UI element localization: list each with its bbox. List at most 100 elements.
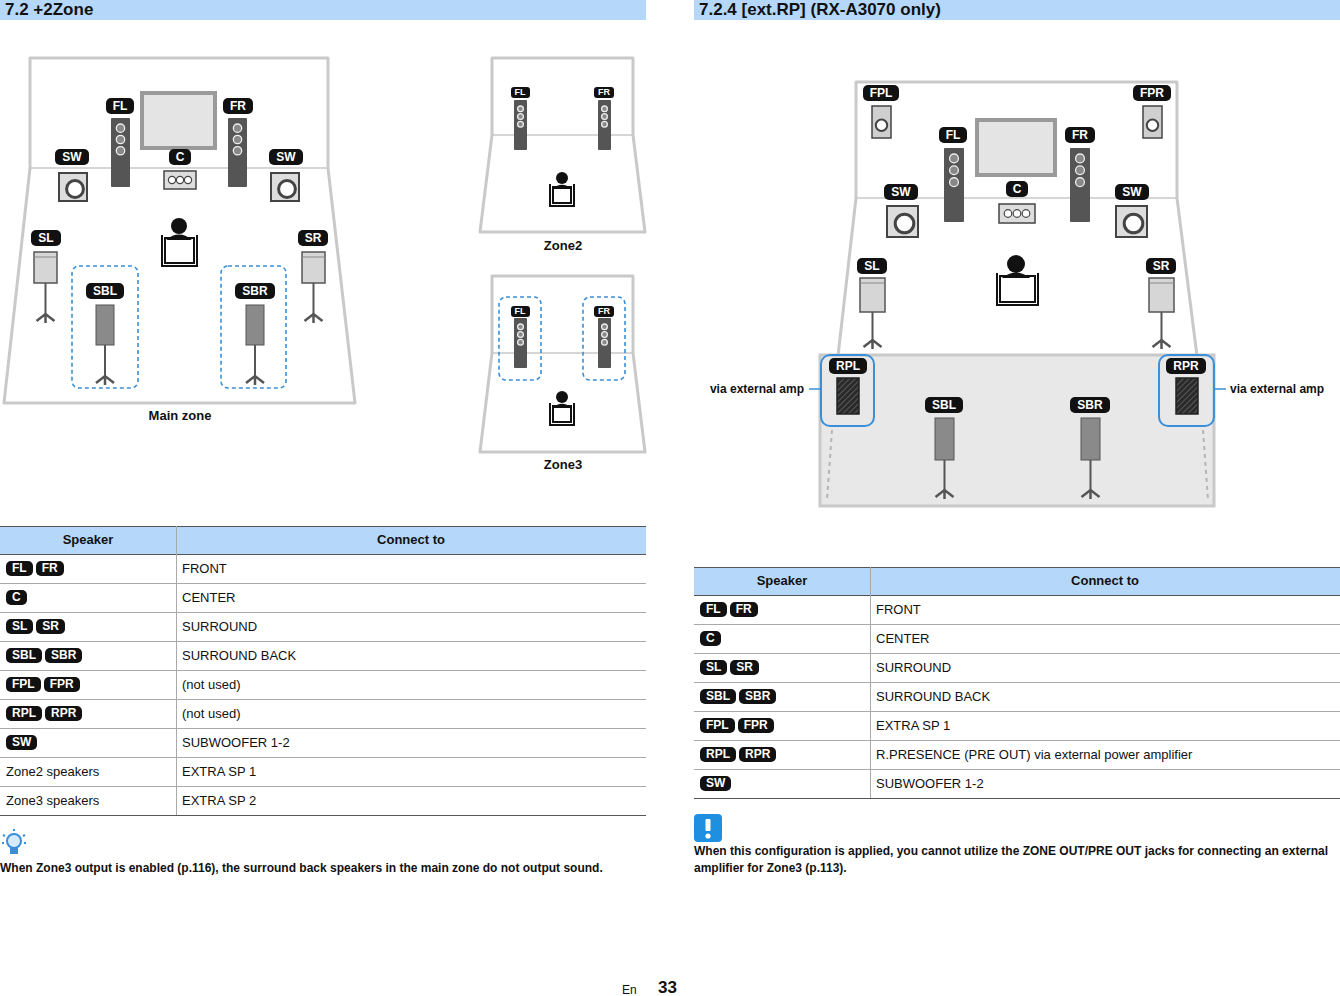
surround-speaker — [860, 278, 885, 312]
speaker-driver — [518, 324, 524, 330]
table-header: Connect to — [870, 567, 1340, 595]
group-outline — [499, 297, 541, 380]
speaker-tag: FPR — [738, 718, 774, 733]
table-rule — [0, 815, 646, 816]
table-header: Connect to — [176, 526, 646, 554]
wall-base — [492, 134, 633, 136]
listener-shoulders — [166, 235, 192, 240]
speaker-tag: SR — [298, 230, 329, 246]
listener-head — [556, 172, 568, 184]
zone-caption: Zone2 — [480, 238, 646, 254]
speaker-tag: RPL — [6, 706, 42, 721]
speaker-driver — [602, 121, 608, 127]
speaker-driver — [116, 124, 124, 132]
table-header-bg — [694, 567, 1340, 595]
speaker-tag: FPL — [863, 85, 900, 101]
speaker-tag: SBL — [86, 283, 124, 299]
subwoofer — [59, 173, 87, 201]
speaker-driver — [518, 106, 524, 112]
table-rule — [0, 670, 646, 671]
tower-speaker — [514, 100, 527, 150]
presence-speaker — [1143, 106, 1162, 138]
stand-feet — [37, 314, 55, 323]
chair-arms — [162, 235, 197, 266]
speaker-tag: FL — [700, 602, 727, 617]
stand-feet — [1153, 340, 1171, 349]
speaker-stand — [872, 312, 874, 342]
tower-speaker — [228, 118, 247, 187]
tv-screen — [977, 120, 1055, 175]
table-rule — [694, 798, 1340, 799]
rear-presence-speaker — [837, 378, 859, 414]
table-rule — [0, 757, 646, 758]
speaker-tag: FL — [511, 87, 530, 98]
table-cell: SURROUND — [876, 653, 951, 682]
table-rule — [694, 769, 1340, 770]
speaker-driver — [602, 106, 608, 112]
table-cell: SUBWOOFER 1-2 — [876, 769, 984, 798]
tv-screen — [142, 93, 215, 148]
speaker-tag: SL — [857, 258, 886, 274]
page-number: En — [622, 983, 637, 996]
chair — [165, 238, 194, 263]
speaker-driver — [233, 124, 241, 132]
room-outline — [480, 276, 645, 452]
tower-speaker — [111, 118, 130, 187]
tower-speaker — [1070, 148, 1090, 222]
speaker-edge — [1149, 283, 1174, 284]
rear-area — [820, 355, 1214, 506]
speaker-tag: SW — [269, 149, 302, 165]
stand-feet — [1082, 490, 1100, 499]
listener-shoulders — [552, 404, 571, 408]
surround-speaker — [302, 252, 325, 283]
speaker-tag: FL — [511, 306, 530, 317]
speaker-driver — [602, 114, 608, 120]
speaker-driver — [233, 147, 241, 155]
table-rule — [0, 786, 646, 787]
speaker-tag: SL — [31, 230, 60, 246]
stand-feet — [305, 314, 323, 323]
table-cell: (not used) — [182, 699, 241, 728]
speaker-driver — [233, 135, 241, 143]
speaker-code: SL — [38, 231, 53, 245]
speaker-tag: FR — [36, 561, 64, 576]
table-cell: CENTER — [182, 583, 235, 612]
speaker-driver — [602, 332, 608, 338]
speaker-edge — [34, 257, 57, 258]
callout-label: via external amp — [1230, 381, 1336, 397]
table-rule — [0, 583, 646, 584]
speaker-driver — [950, 178, 959, 187]
speaker-code: SW — [62, 150, 81, 164]
chair — [1000, 276, 1035, 302]
callout-label: via external amp — [690, 381, 804, 397]
speaker-tag: FR — [223, 98, 253, 114]
speaker-tag: SBL — [6, 648, 42, 663]
presence-speaker — [872, 106, 891, 138]
speaker-driver — [518, 332, 524, 338]
speaker-code: SBL — [93, 284, 117, 298]
speaker-driver — [176, 176, 183, 183]
group-outline — [221, 266, 286, 388]
tower-speaker — [598, 100, 611, 150]
speaker-tag: C — [1006, 181, 1029, 197]
speaker-tag: RPR — [1166, 358, 1205, 374]
stand-feet — [864, 340, 882, 349]
listener-head — [556, 391, 568, 403]
speaker-code: SL — [864, 259, 879, 273]
subwoofer — [1116, 206, 1147, 237]
speaker-tag: SBR — [235, 283, 274, 299]
speaker-tag: SBR — [1070, 397, 1109, 413]
table-cell: R.PRESENCE (PRE OUT) via external power … — [876, 740, 1192, 769]
speaker-code: FL — [113, 99, 128, 113]
chair — [553, 187, 571, 203]
table-cell: EXTRA SP 2 — [182, 786, 256, 815]
caution-mark — [706, 819, 711, 831]
table-header: Speaker — [0, 526, 176, 554]
subwoofer-cone — [279, 181, 296, 198]
speaker-tag: SW — [884, 184, 917, 200]
speaker-driver — [1076, 166, 1085, 175]
speaker-edge — [302, 257, 325, 258]
note-text: When Zone3 output is enabled (p.116), th… — [0, 860, 640, 877]
surround-speaker — [34, 252, 57, 283]
